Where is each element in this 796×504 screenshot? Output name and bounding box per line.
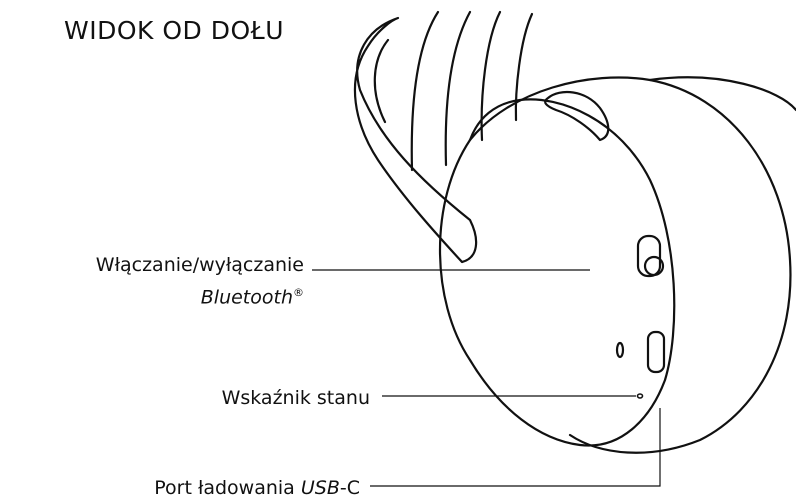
bluetooth-switch xyxy=(638,236,660,276)
headband-inner xyxy=(446,12,470,165)
status-led xyxy=(617,343,623,357)
headband-back-outer xyxy=(482,12,500,140)
headband-outer xyxy=(412,12,438,170)
earcup-back xyxy=(650,77,796,110)
status-dot xyxy=(638,394,643,398)
mic-boom xyxy=(355,18,476,262)
callout-line-usb xyxy=(370,408,660,486)
usb-c-port xyxy=(648,332,664,372)
top-control xyxy=(545,92,608,140)
headband-back-inner xyxy=(516,14,532,120)
mic-boom-inner xyxy=(375,40,388,122)
